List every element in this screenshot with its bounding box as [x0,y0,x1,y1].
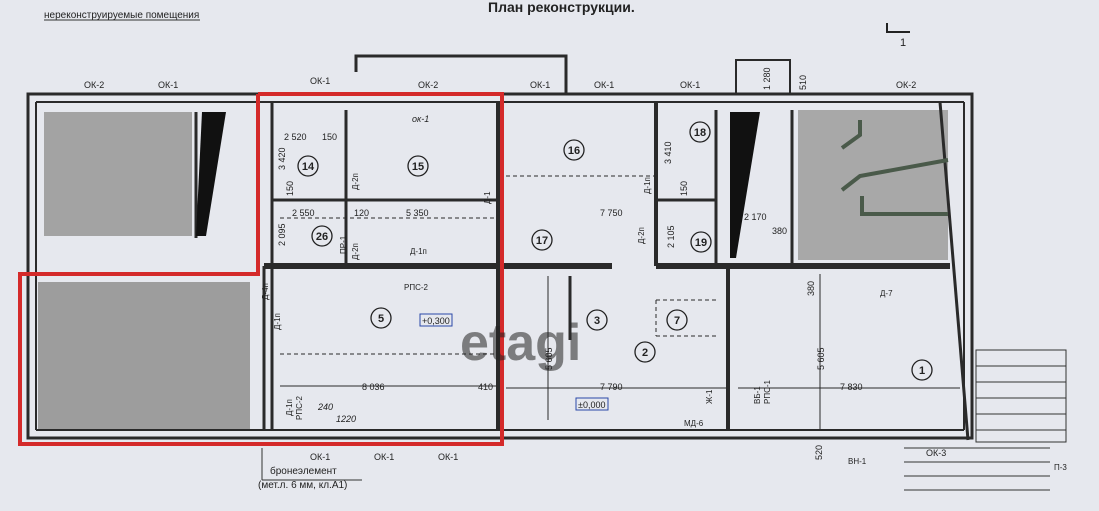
dimension-label: 2 170 [744,212,767,222]
room-16: 16 [568,145,580,157]
window-label: ОК-2 [418,80,438,90]
dimension-label: 2 095 [277,223,287,246]
dimension-label: 410 [478,382,493,392]
bottom-note: бронеэлемент [270,465,337,477]
dimension-label: 3 420 [277,147,287,170]
staircase [904,349,1067,491]
dimension-label: 7 750 [600,208,623,218]
door-label: РПС-2 [404,283,429,292]
dimension-label: 510 [798,75,808,90]
dimension-label: 2 520 [284,132,307,142]
door-label: ВН-1 [848,457,867,466]
room-3: 3 [594,315,600,327]
level-mark: ±0,000 [578,400,605,410]
section-mark: 1 [900,37,906,49]
window-label: ОК-3 [926,448,946,458]
dimension-label: 520 [814,445,824,460]
dimension-label: 3 410 [663,141,673,164]
door-label: Д-2п [351,173,360,190]
dimension-label: 7 830 [840,382,863,392]
dimension-label: 1 280 [762,67,772,90]
door-label: МД-6 [684,419,704,428]
handwritten-note: 240 [317,402,333,412]
window-label: ОК-2 [896,80,916,90]
room-18: 18 [694,127,706,139]
room-15: 15 [412,161,424,173]
room-26: 26 [316,231,328,243]
window-label: ОК-1 [310,452,330,462]
dimension-label: 380 [772,226,787,236]
blur-mark-3 [860,196,948,216]
window-label: ОК-1 [530,80,550,90]
door-label: Ж-1 [705,389,714,404]
door-label: П-3 [1054,463,1067,472]
window-label: ОК-1 [158,80,178,90]
plan-title: План реконструкции. [488,0,635,15]
handwritten-note: ок-1 [412,114,429,124]
blur-mark-1 [840,120,862,150]
dimension-label: 380 [806,281,816,296]
room-14: 14 [302,161,315,173]
door-label: Д-1п [285,399,294,416]
dimension-label: 8 036 [362,382,385,392]
dimension-label: 2 105 [666,225,676,248]
door-label: Д-2п [351,243,360,260]
dimension-label: 7 790 [600,382,623,392]
blur-mark-2 [840,158,949,192]
window-label: ОК-1 [680,80,700,90]
window-label: ОК-1 [310,76,330,86]
highlight-outline [18,92,504,446]
blurred-area-1 [44,112,192,236]
door-label: Д-1п [643,177,652,194]
wedge-1 [196,112,226,236]
door-label: Д-4п [261,283,270,300]
door-label: ВБ-1 [753,386,762,404]
room-1: 1 [919,365,925,377]
blurred-area-2 [38,282,250,430]
watermark: etagi [460,314,581,372]
section-arrow [886,23,910,33]
wedge-2 [730,112,760,258]
window-label: ОК-1 [374,452,394,462]
handwritten-note: 1220 [336,414,356,424]
blurred-area-3 [798,110,948,260]
door-label: Д-2п [637,227,646,244]
dimension-label: 120 [354,208,369,218]
header-note: нереконструируемые помещения [44,10,199,21]
dimension-label: 5 350 [406,208,429,218]
dimension-label: 5 605 [816,347,826,370]
window-label: ОК-2 [84,80,104,90]
window-label: ОК-1 [438,452,458,462]
door-label: Д-1 [483,191,492,204]
room-2: 2 [642,347,648,359]
dimension-label: 5 605 [544,347,554,370]
room-17: 17 [536,235,548,247]
door-label: Д-7 [880,289,893,298]
dimension-label: 150 [322,132,337,142]
room-7: 7 [674,315,680,327]
room-19: 19 [695,237,707,249]
door-label: Д-1п [410,247,427,256]
door-label: РПС-2 [295,395,304,420]
room-5: 5 [378,313,384,325]
door-label: РПС-1 [763,379,772,404]
level-mark: +0,300 [422,316,450,326]
door-label: ПР-1 [339,235,348,254]
dimension-label: 150 [679,181,689,196]
door-label: Д-1п [273,313,282,330]
dimension-label: 150 [285,181,295,196]
window-label: ОК-1 [594,80,614,90]
bottom-note: (мет.л. 6 мм, кл.А1) [258,480,347,491]
dimension-label: 2 550 [292,208,315,218]
